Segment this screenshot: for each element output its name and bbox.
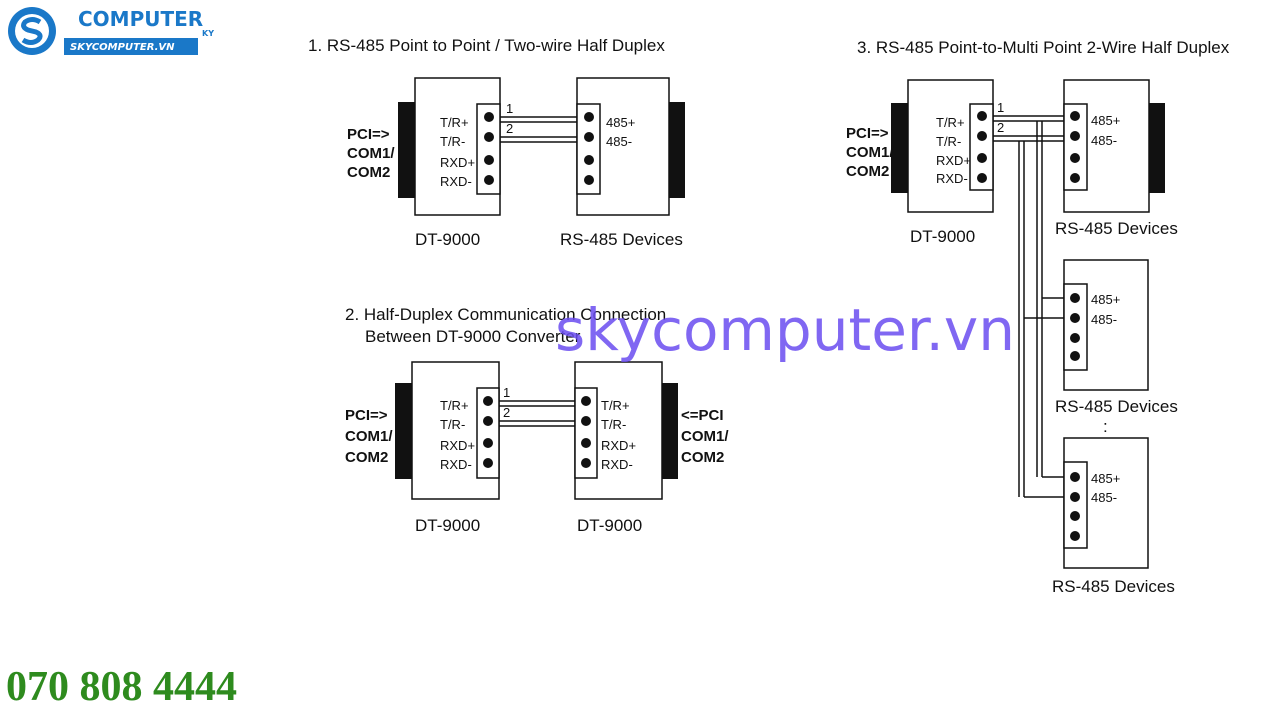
diagram3-title: 3. RS-485 Point-to-Multi Point 2-Wire Ha…	[857, 38, 1230, 57]
pin-label: 485-	[606, 134, 632, 149]
pc-label: COM1/	[681, 428, 729, 445]
pin-label: T/R-	[440, 134, 465, 149]
pin-label: RXD-	[936, 171, 968, 186]
wire-number: 2	[997, 120, 1004, 135]
device-caption: RS-485 Devices	[1055, 397, 1178, 416]
pc-label: PCI=>	[345, 407, 388, 424]
pc-label: COM2	[347, 164, 390, 181]
pin-label: 485-	[1091, 312, 1117, 327]
device-caption: RS-485 Devices	[560, 230, 683, 249]
terminal-block	[574, 387, 598, 479]
db9-plug-right	[1147, 103, 1165, 193]
pin-label: RXD+	[440, 438, 475, 453]
terminal-block	[476, 103, 501, 195]
pin-label: RXD+	[601, 438, 636, 453]
diagram-point-to-point: 1. RS-485 Point to Point / Two-wire Half…	[308, 36, 685, 249]
converter-caption: DT-9000	[415, 230, 480, 249]
pin-label: 485+	[1091, 292, 1120, 307]
db9-plug-left	[398, 102, 416, 198]
company-logo[interactable]: COMPUTER KY SKYCOMPUTER.VN	[8, 7, 214, 55]
logo-site: SKYCOMPUTER.VN	[70, 42, 175, 53]
pin-label: 485-	[1091, 133, 1117, 148]
pin-label: T/R+	[601, 398, 630, 413]
pc-label: COM2	[345, 449, 388, 466]
logo-name: COMPUTER	[78, 7, 203, 31]
device-caption: RS-485 Devices	[1055, 219, 1178, 238]
pin-label: T/R-	[601, 417, 626, 432]
pin-label: T/R+	[936, 115, 965, 130]
pin-label: T/R-	[440, 417, 465, 432]
pin-label: RXD-	[601, 457, 633, 472]
terminal-block	[1063, 283, 1088, 371]
db9-plug-left	[395, 383, 413, 479]
pin-label: T/R+	[440, 115, 469, 130]
pin-label: 485+	[1091, 471, 1120, 486]
pin-label: 485-	[1091, 490, 1117, 505]
pc-label: PCI=>	[347, 126, 390, 143]
watermark: skycomputer.vn	[555, 296, 1015, 364]
converter-caption: DT-9000	[910, 227, 975, 246]
pin-label: RXD-	[440, 457, 472, 472]
ellipsis: :	[1103, 417, 1108, 436]
wire-number: 2	[506, 121, 513, 136]
wire-number: 2	[503, 405, 510, 420]
pin-label: RXD-	[440, 174, 472, 189]
db9-plug-right	[660, 383, 678, 479]
wire-number: 1	[997, 100, 1004, 115]
terminal-block	[969, 103, 994, 191]
logo-ky: KY	[202, 29, 214, 38]
terminal-block	[576, 103, 601, 195]
diagram2-title-line2: Between DT-9000 Converter	[365, 327, 581, 346]
diagram1-title: 1. RS-485 Point to Point / Two-wire Half…	[308, 36, 665, 55]
device-caption: RS-485 Devices	[1052, 577, 1175, 596]
diagram-half-duplex: 2. Half-Duplex Communication Connection …	[345, 305, 729, 535]
db9-plug-right	[667, 102, 685, 198]
pc-label: COM1/	[347, 145, 395, 162]
converter-caption: DT-9000	[577, 516, 642, 535]
pc-label: COM1/	[345, 428, 393, 445]
diagram2-title-line1: 2. Half-Duplex Communication Connection	[345, 305, 666, 324]
pin-label: RXD+	[440, 155, 475, 170]
terminal-block	[1063, 461, 1088, 549]
pin-label: RXD+	[936, 153, 971, 168]
terminal-block	[476, 387, 500, 479]
db9-plug-left	[891, 103, 909, 193]
pc-label: PCI=>	[846, 125, 889, 142]
pin-label: 485+	[606, 115, 635, 130]
pin-label: 485+	[1091, 113, 1120, 128]
diagram-multi-point: 3. RS-485 Point-to-Multi Point 2-Wire Ha…	[846, 38, 1230, 596]
phone-number[interactable]: 070 808 4444	[6, 664, 237, 710]
wire-number: 1	[506, 101, 513, 116]
converter-caption: DT-9000	[415, 516, 480, 535]
pc-label: COM1/	[846, 144, 894, 161]
pc-label: COM2	[681, 449, 724, 466]
pin-label: T/R+	[440, 398, 469, 413]
pc-label: <=PCI	[681, 407, 724, 424]
pin-label: T/R-	[936, 134, 961, 149]
terminal-block	[1063, 103, 1088, 191]
pc-label: COM2	[846, 163, 889, 180]
wire-number: 1	[503, 385, 510, 400]
